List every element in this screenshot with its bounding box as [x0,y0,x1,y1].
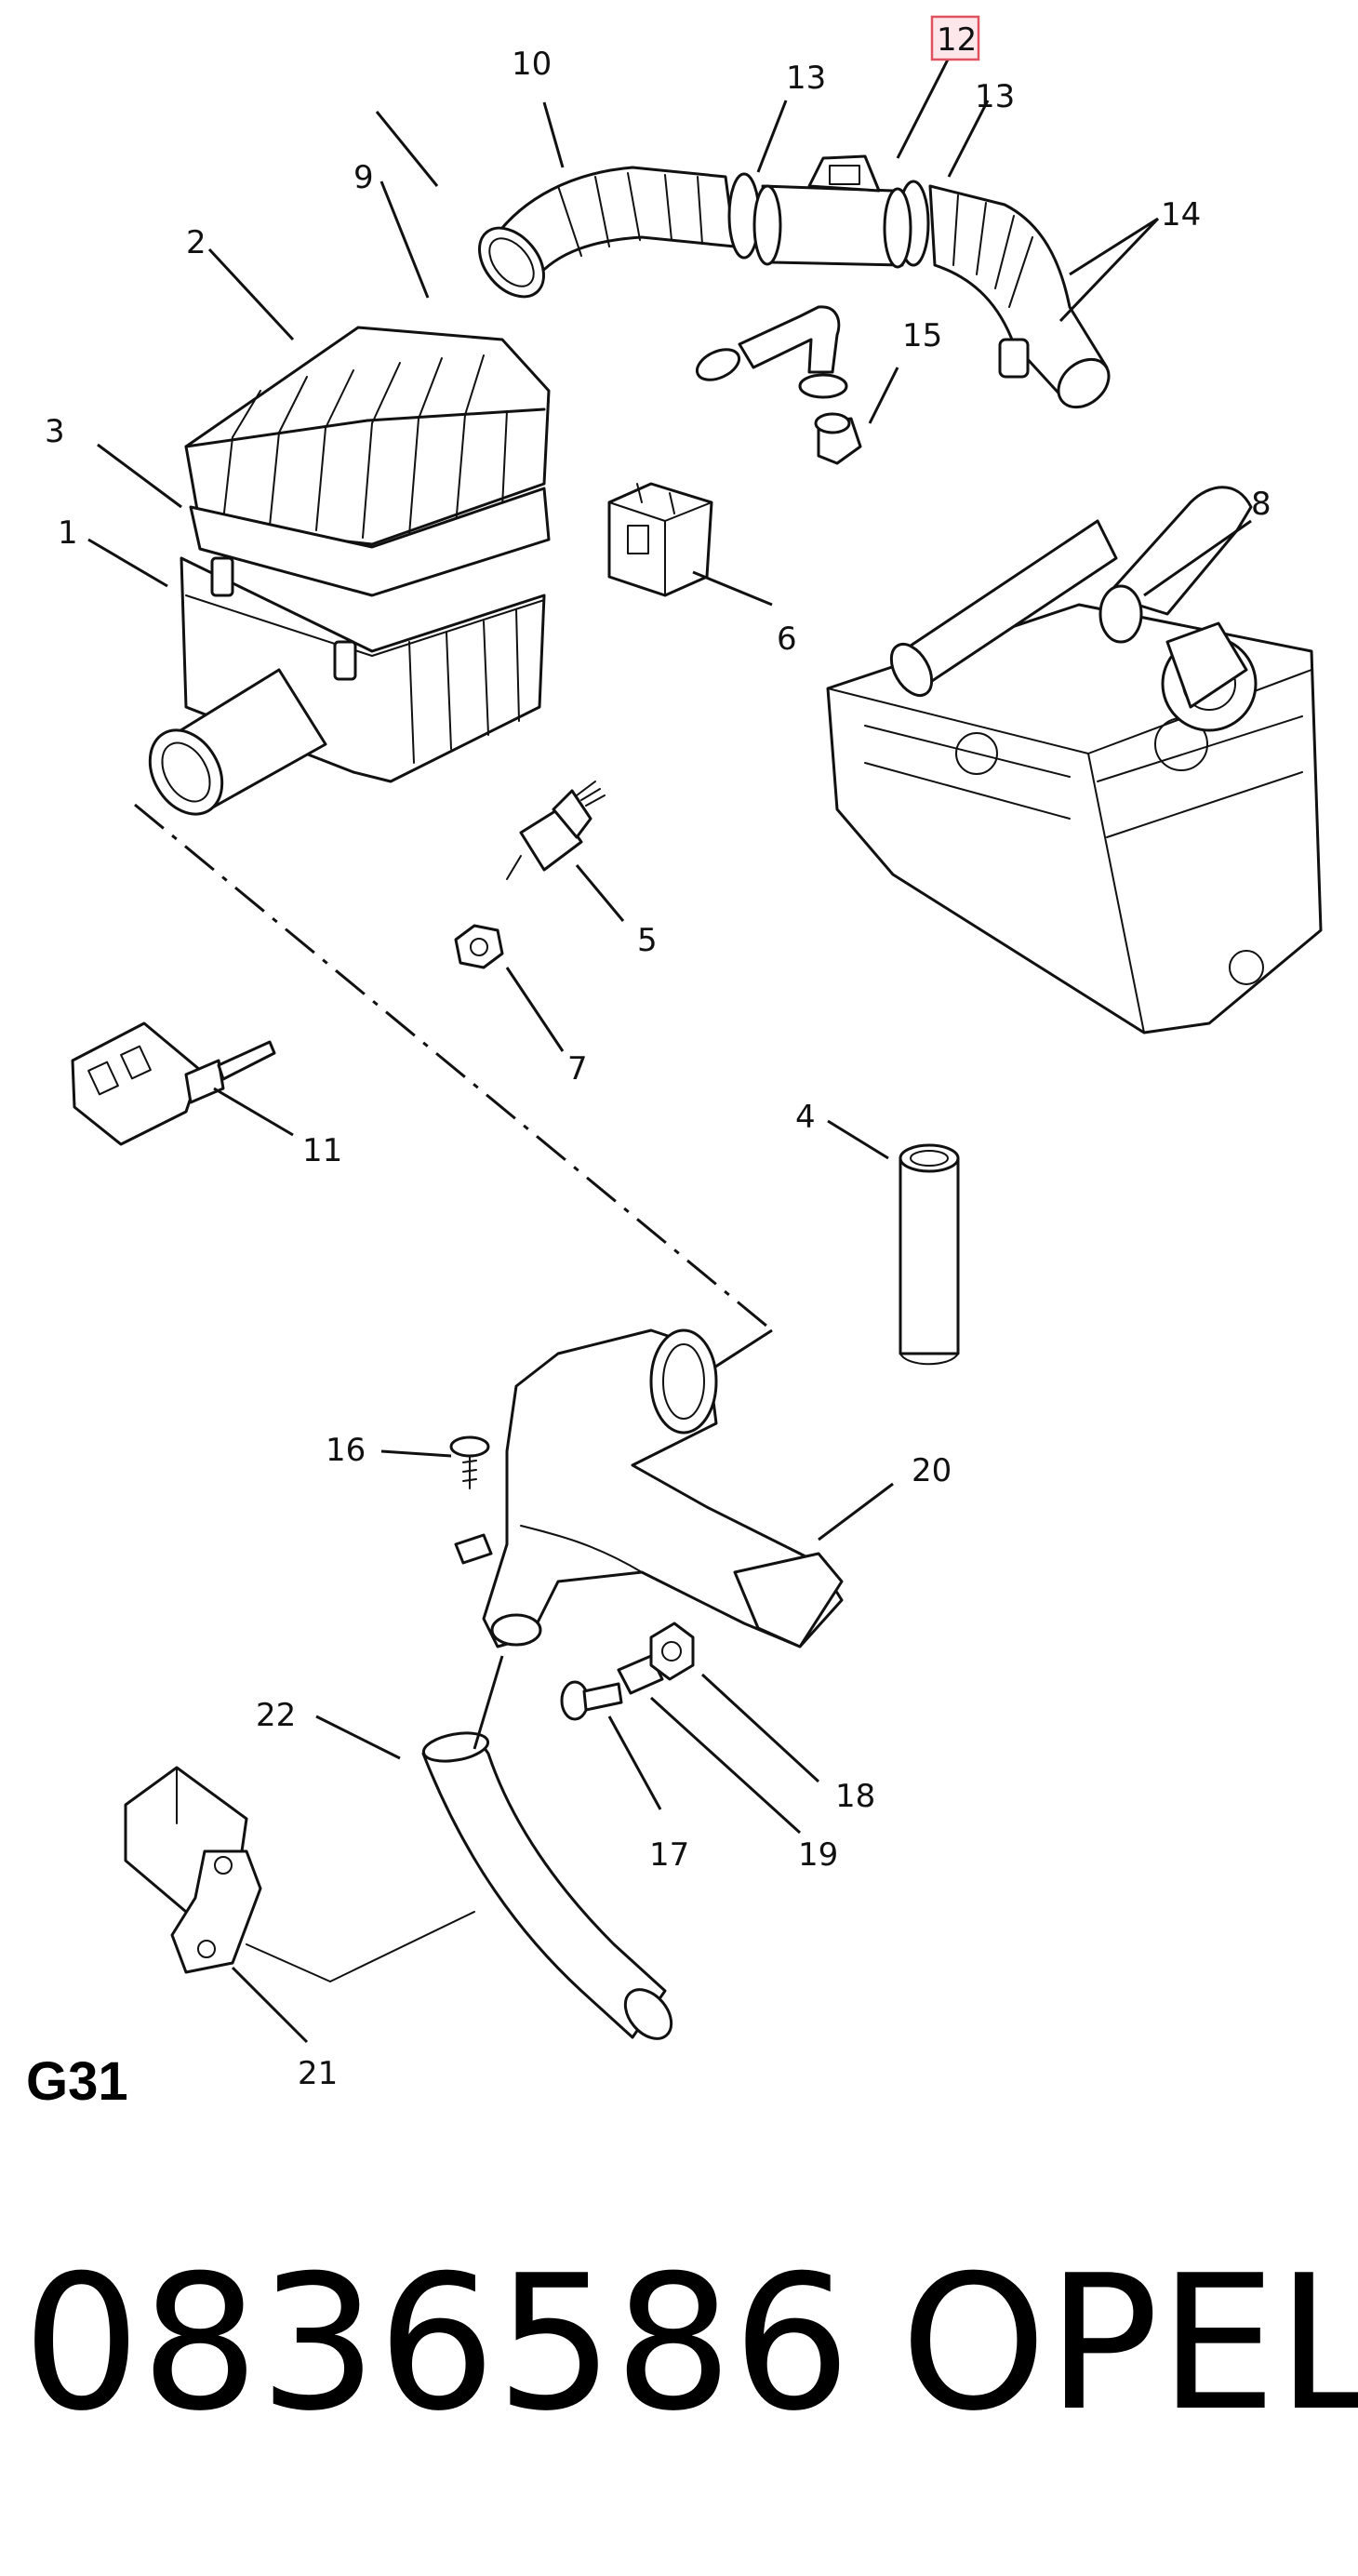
nut [454,924,504,969]
part-code: 0836586 [22,2236,851,2452]
callout-19: 19 [798,1836,838,1874]
callout-4: 4 [795,1099,816,1136]
callout-18: 18 [835,1778,875,1815]
callout-3: 3 [45,413,65,450]
turbo-hose [928,184,1111,409]
engine-block [826,486,1323,1034]
callout-7: 7 [567,1050,588,1088]
straight-hose [899,1143,960,1366]
air-mass-meter [752,154,912,269]
sensor [506,781,606,880]
leader-lines [87,57,1252,2044]
callout-15: 15 [902,317,942,354]
callout-1: 1 [58,514,78,552]
routing-line [134,803,773,1332]
callout-13-right: 13 [975,78,1015,115]
brand-name: OPEL [900,2236,1358,2452]
rubber-mount [607,482,713,597]
callout-5: 5 [637,922,658,959]
temperature-sensor [71,1021,276,1146]
callout-10: 10 [512,46,552,83]
group-label: G31 [26,2051,128,2112]
callout-11: 11 [302,1132,342,1169]
callout-2: 2 [186,224,206,261]
callout-16: 16 [326,1432,366,1469]
callout-22: 22 [256,1697,296,1734]
plug [649,1622,695,1681]
routing-line-2 [246,1911,475,1982]
callout-21: 21 [298,2055,338,2092]
screw [449,1435,490,1489]
callout-12-highlight [930,15,980,61]
callout-8: 8 [1251,486,1271,523]
intake-hose [478,166,737,299]
callout-20: 20 [912,1452,952,1489]
bolt [560,1680,623,1721]
callout-6: 6 [777,621,797,658]
bracket [124,1766,262,1974]
callout-13-left: 13 [786,60,826,97]
intake-pipe [454,1328,844,1648]
vent-hose [695,305,862,465]
callout-17: 17 [649,1836,689,1874]
callout-12: 12 [937,21,977,59]
callout-9: 9 [353,159,374,196]
callout-14: 14 [1161,196,1201,234]
air-filter-housing [148,326,551,816]
